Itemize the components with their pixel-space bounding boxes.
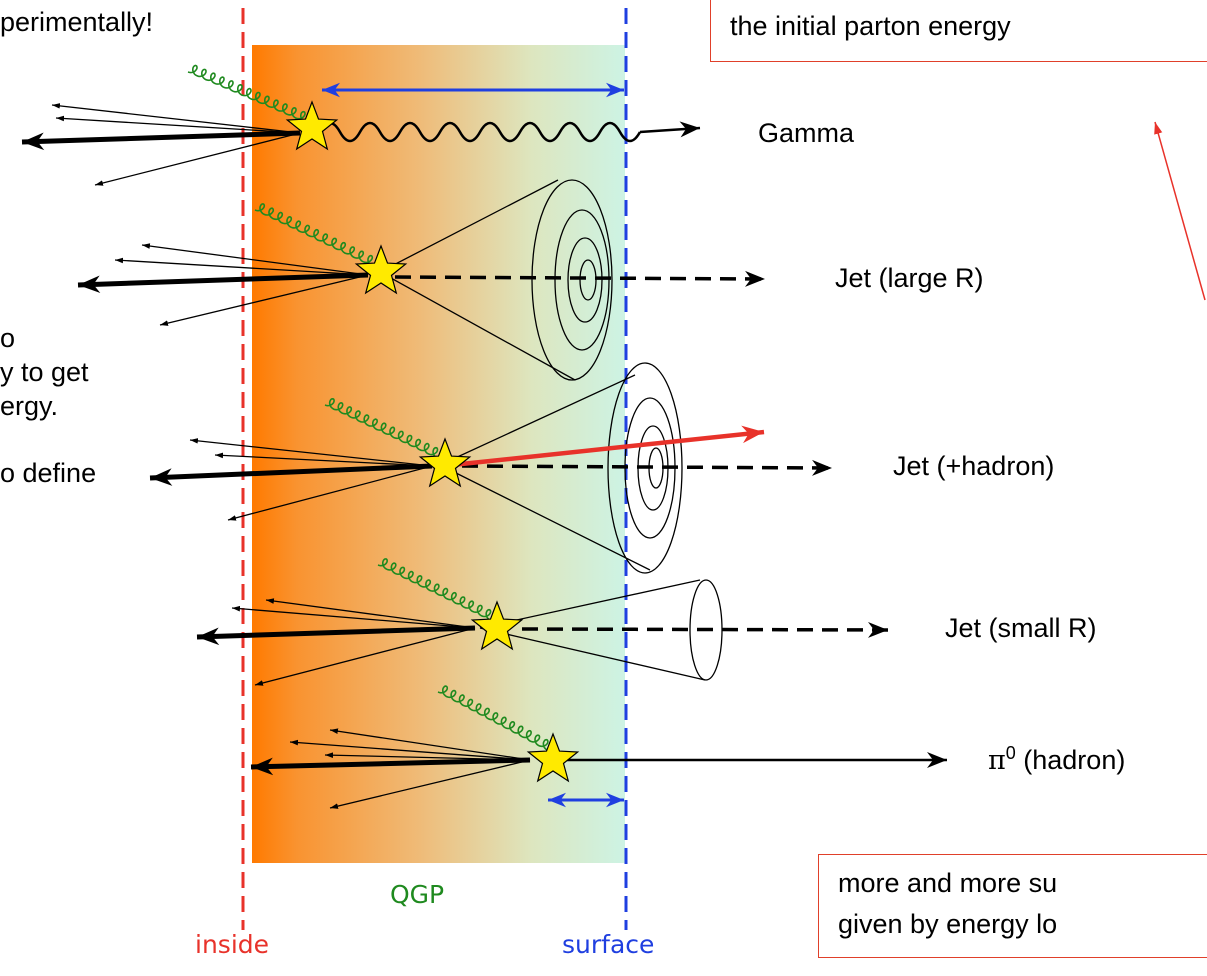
inside-label: inside (195, 930, 270, 959)
gluon-1 (187, 64, 306, 123)
gluon-2 (254, 203, 374, 267)
bottom-note-box: more and more su given by energy lo (818, 854, 1207, 958)
left-text-line-3: ergy. (0, 391, 59, 421)
left-text-line-4: o define (0, 458, 97, 488)
production-star-5 (526, 732, 580, 783)
left-text-line-2: y to get (0, 357, 89, 387)
label-jet-plus-hadron: Jet (+hadron) (893, 451, 1055, 481)
pi-superscript: 0 (1005, 743, 1016, 763)
left-text-line-1: o (0, 323, 16, 353)
label-gamma: Gamma (758, 118, 855, 148)
top-note-text: the initial parton energy (730, 11, 1011, 41)
annotation-pointer (1154, 121, 1206, 301)
label-jet-large-r: Jet (large R) (835, 263, 984, 293)
gluon-4 (377, 558, 492, 621)
probe-jet-plus-hadron (149, 362, 833, 574)
gluon-5 (437, 685, 549, 751)
production-star-2 (354, 244, 408, 295)
qgp-label: QGP (390, 880, 445, 909)
production-star-4 (470, 600, 524, 651)
probe-pi0-hadron (250, 728, 947, 809)
label-jet-small-r: Jet (small R) (945, 613, 1097, 643)
pi-label-rest: (hadron) (1015, 745, 1126, 775)
production-points (285, 100, 580, 783)
surface-label: surface (562, 930, 655, 959)
production-star-3 (418, 437, 472, 488)
gluon-3 (324, 397, 439, 459)
production-star-1 (285, 100, 339, 151)
bottom-note-line-1: more and more su (838, 868, 1058, 898)
probe-jet-large-r (77, 179, 766, 381)
probe-gamma (21, 103, 701, 186)
bottom-note-line-2: given by energy lo (838, 909, 1058, 939)
label-pi0-hadron: π0 (hadron) (988, 743, 1125, 776)
top-left-text: perimentally! (0, 7, 154, 37)
gluon-lines (187, 64, 549, 751)
top-note-box: the initial parton energy (710, 0, 1207, 62)
pi-symbol: π (988, 745, 1006, 776)
